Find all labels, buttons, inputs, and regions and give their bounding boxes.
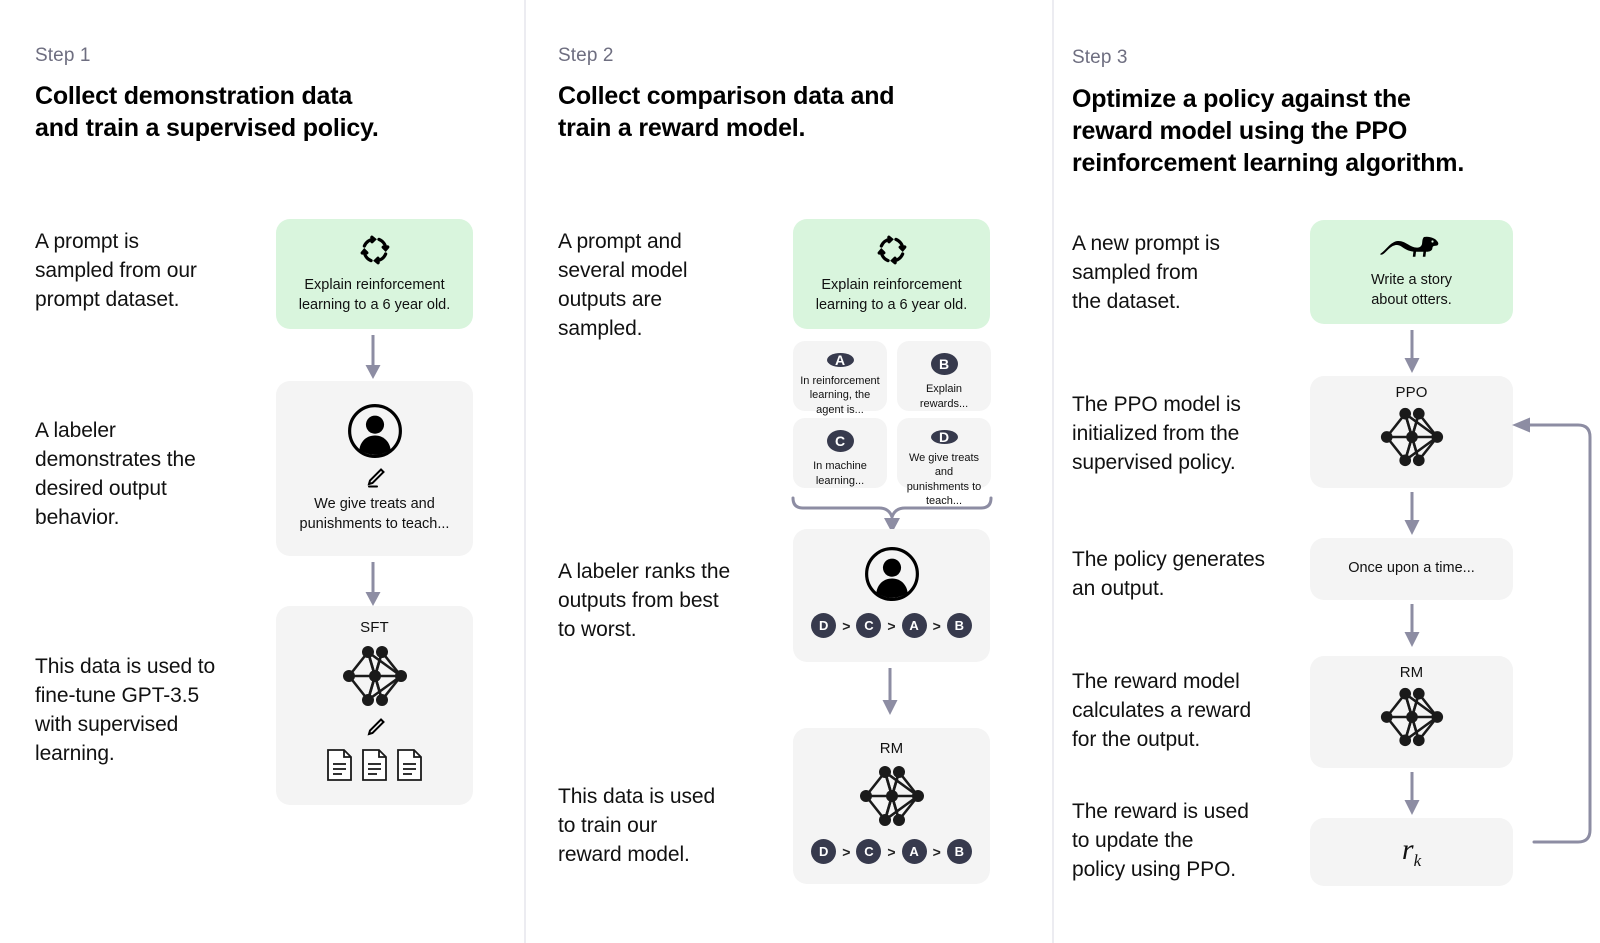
person-icon bbox=[863, 545, 921, 603]
rank-badge-2: C bbox=[856, 613, 882, 638]
step-2-column: Step 2 Collect comparison data and train… bbox=[526, 0, 1052, 943]
rm-rank-separator-2: > bbox=[887, 843, 896, 860]
neural-net-icon bbox=[848, 761, 936, 831]
step-2-prompt-text: Explain reinforcement learning to a 6 ye… bbox=[815, 276, 968, 313]
step-3-arrow-3 bbox=[1401, 604, 1423, 653]
step-2-description-3: This data is used to train our reward mo… bbox=[558, 785, 716, 866]
step-2-labeler-card[interactable]: D > C > A > B bbox=[793, 529, 990, 662]
rm-rank-separator-3: > bbox=[932, 843, 941, 860]
neural-net-icon bbox=[1368, 403, 1456, 471]
step-1-prompt-text: Explain reinforcement learning to a 6 ye… bbox=[298, 276, 451, 313]
step-2-prompt-card[interactable]: Explain reinforcement learning to a 6 ye… bbox=[793, 219, 990, 329]
step-3-arrow-4 bbox=[1401, 772, 1423, 821]
loop-icon bbox=[875, 233, 909, 267]
step-3-prompt-card[interactable]: Write a story about otters. bbox=[1310, 220, 1513, 324]
step-3-arrow-1 bbox=[1401, 330, 1423, 379]
pencil-icon bbox=[363, 715, 387, 739]
step-2-description-2: A labeler ranks the outputs from best to… bbox=[558, 560, 731, 641]
neural-net-icon bbox=[1368, 683, 1456, 751]
step-2-arrow-2 bbox=[879, 668, 901, 721]
step-1-description-3: This data is used to fine-tune GPT-3.5 w… bbox=[35, 655, 216, 765]
option-a-badge: A bbox=[826, 353, 854, 367]
rank-separator-3: > bbox=[932, 617, 941, 634]
pencil-icon bbox=[363, 465, 387, 489]
step-2-title: Collect comparison data and train a rewa… bbox=[558, 82, 895, 142]
step-1-column: Step 1 Collect demonstration data and tr… bbox=[0, 0, 524, 943]
step-3-ppo-title: PPO bbox=[1395, 384, 1428, 401]
step-3-description-2: The PPO model is initialized from the su… bbox=[1072, 393, 1241, 474]
step-3-description-4: The reward model calculates a reward for… bbox=[1072, 670, 1252, 751]
rank-separator-1: > bbox=[842, 617, 851, 634]
step-3-description-5: The reward is used to update the policy … bbox=[1072, 800, 1249, 881]
rank-separator-2: > bbox=[887, 617, 896, 634]
rank-badge-1: D bbox=[811, 613, 837, 638]
option-c-badge: C bbox=[826, 430, 854, 453]
step-1-sft-title: SFT bbox=[360, 619, 389, 636]
column-divider-2 bbox=[1052, 0, 1054, 943]
neural-net-icon bbox=[331, 641, 419, 711]
rm-rank-badge-3: A bbox=[901, 839, 927, 864]
step-1-arrow-1 bbox=[362, 335, 384, 385]
step-3-label: Step 3 bbox=[1072, 47, 1128, 68]
step-2-option-c[interactable]: C In machine learning... bbox=[793, 418, 887, 488]
step-2-option-b[interactable]: B Explain rewards... bbox=[897, 341, 991, 411]
step-1-arrow-2 bbox=[362, 562, 384, 612]
step-1-labeler-card[interactable]: We give treats and punishments to teach.… bbox=[276, 381, 473, 556]
option-b-text: Explain rewards... bbox=[919, 383, 969, 410]
step-3-column: Step 3 Optimize a policy against the rew… bbox=[1054, 0, 1600, 943]
step-3-rm-card[interactable]: RM bbox=[1310, 656, 1513, 768]
option-a-text: In reinforcement learning, the agent is.… bbox=[800, 375, 880, 416]
step-2-merge-arrow bbox=[791, 490, 993, 539]
step-3-output-card[interactable]: Once upon a time... bbox=[1310, 538, 1513, 600]
otter-icon bbox=[1379, 233, 1444, 263]
step-1-description-2: A labeler demonstrates the desired outpu… bbox=[35, 419, 196, 529]
person-icon bbox=[346, 402, 404, 460]
reward-formula: rk bbox=[1402, 833, 1421, 871]
column-divider-1 bbox=[524, 0, 526, 943]
step-2-option-d[interactable]: D We give treats and punishments to teac… bbox=[897, 418, 991, 507]
step-1-sft-card[interactable]: SFT bbox=[276, 606, 473, 805]
step-2-rm-card[interactable]: RM bbox=[793, 728, 990, 884]
step-3-feedback-loop-arrow bbox=[1506, 412, 1600, 862]
step-1-prompt-card[interactable]: Explain reinforcement learning to a 6 ye… bbox=[276, 219, 473, 329]
step-2-rm-ranking: D > C > A > B bbox=[811, 839, 972, 864]
rank-badge-4: B bbox=[946, 613, 972, 638]
step-2-description-1: A prompt and several model outputs are s… bbox=[558, 230, 688, 340]
rm-rank-badge-1: D bbox=[811, 839, 837, 864]
step-3-description-3: The policy generates an output. bbox=[1072, 548, 1265, 600]
step-3-title: Optimize a policy against the reward mod… bbox=[1072, 85, 1465, 177]
option-d-text: We give treats and punishments to teach.… bbox=[906, 452, 982, 507]
step-1-description-1: A prompt is sampled from our prompt data… bbox=[35, 230, 197, 311]
step-3-rm-title: RM bbox=[1399, 664, 1424, 681]
reward-formula-sub: k bbox=[1413, 851, 1422, 870]
documents-icon bbox=[325, 748, 425, 782]
reward-formula-base: r bbox=[1401, 833, 1414, 866]
step-2-rm-title: RM bbox=[879, 740, 904, 757]
rm-rank-badge-4: B bbox=[946, 839, 972, 864]
option-c-text: In machine learning... bbox=[813, 460, 867, 487]
option-d-badge: D bbox=[930, 430, 958, 444]
step-3-output-text: Once upon a time... bbox=[1348, 560, 1475, 577]
step-3-reward-card[interactable]: rk bbox=[1310, 818, 1513, 886]
step-1-title: Collect demonstration data and train a s… bbox=[35, 82, 379, 142]
step-1-labeler-text: We give treats and punishments to teach.… bbox=[299, 496, 450, 532]
rm-rank-separator-1: > bbox=[842, 843, 851, 860]
rm-rank-badge-2: C bbox=[856, 839, 882, 864]
step-3-arrow-2 bbox=[1401, 492, 1423, 541]
step-1-label: Step 1 bbox=[35, 45, 91, 66]
step-2-label: Step 2 bbox=[558, 45, 614, 66]
step-2-option-a[interactable]: A In reinforcement learning, the agent i… bbox=[793, 341, 887, 416]
step-2-labeler-ranking: D > C > A > B bbox=[811, 613, 972, 638]
option-b-badge: B bbox=[930, 353, 958, 376]
rank-badge-3: A bbox=[901, 613, 927, 638]
step-3-description-1: A new prompt is sampled from the dataset… bbox=[1072, 232, 1220, 313]
step-3-ppo-card[interactable]: PPO bbox=[1310, 376, 1513, 488]
loop-icon bbox=[358, 233, 392, 267]
step-3-prompt-text: Write a story about otters. bbox=[1370, 272, 1453, 308]
